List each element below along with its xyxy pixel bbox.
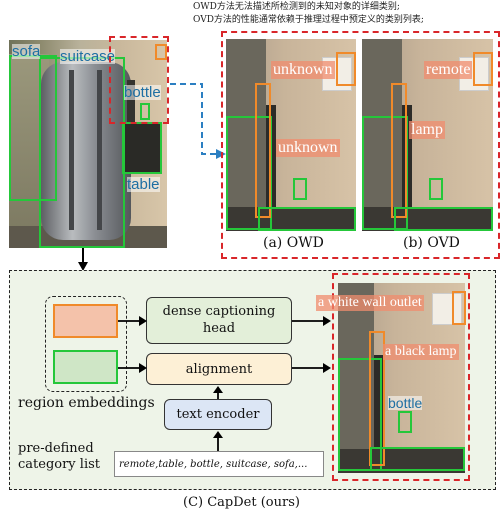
predefined-category-label: pre-defined category list [18,441,100,472]
category-list-text: remote,table, bottle, suitcase, sofa,... [119,458,308,470]
ovd-bbox-outlet [473,52,493,86]
ovd-bbox-bottle [429,178,443,200]
out-bbox-floor [370,447,465,471]
out-bbox-bottle [398,411,412,433]
down-arrow [78,248,88,271]
out-lamp-pole [374,355,384,459]
main-scene-photo [9,40,167,248]
owd-bbox-lamp [255,83,271,218]
out-label-bottle: bottle [388,395,423,411]
text-encoder-node: text encoder [164,399,272,430]
owd-table-top [226,207,356,231]
ovd-label-top: remote [424,61,473,79]
crop-highlight-box [109,36,169,124]
out-outlet [432,293,462,325]
suitcase-ridge [97,70,102,230]
out-bbox-table [338,358,382,471]
sofa-label: sofa [12,43,41,60]
header-line-2: OVD方法的性能通常依赖于推理过程中预定义的类别列表; [193,15,424,25]
owd-bbox-outlet [336,52,356,86]
region-embedding-green [53,350,118,384]
category-list-box: remote,table, bottle, suitcase, sofa,... [114,451,324,477]
owd-ovd-panel [221,31,500,259]
table-label: table [127,176,160,193]
dense-captioning-head-node: dense captioning head [146,297,292,344]
owd-caption: (a) OWD [263,235,324,251]
region-embeddings-group [45,296,127,392]
ovd-caption: (b) OVD [403,235,460,251]
owd-bbox-bottle [293,178,307,200]
owd-label-top: unknown [271,61,335,79]
out-dark-edge [338,283,374,473]
table-shape [124,122,160,174]
owd-bbox-table [226,116,272,230]
ovd-dark-edge [362,39,402,231]
out-bbox-outlet [452,291,466,325]
owd-label-mid: unknown [276,139,340,157]
table-bbox [122,122,162,174]
bottle-bbox [140,103,150,120]
alignment-node: alignment [146,353,292,385]
out-label-lamp: a black lamp [383,344,459,360]
owd-bbox-floor [258,207,356,231]
ovd-bbox-floor [394,207,493,231]
ovd-table-top [362,207,493,231]
outlet-bbox-small [155,44,167,60]
ovd-bbox-lamp [391,83,407,218]
region-embeddings-label: region embeddings [18,395,155,411]
ovd-bbox-table [362,116,408,230]
ovd-label-mid: lamp [409,121,445,139]
region-embedding-orange [53,304,118,338]
header-line-1: OWD方法无法描述所检测到的未知对象的详细类别; [193,2,400,12]
lamp-shape [127,80,135,124]
suitcase-label: suitcase [60,48,116,65]
bottle-label: bottle [124,84,161,101]
out-label-outlet: a white wall outlet [316,295,424,311]
owd-dark-edge [226,39,266,231]
capdet-caption: (C) CapDet (ours) [183,495,300,510]
capdet-output-panel [332,273,470,481]
out-bbox-lamp [369,331,385,466]
suitcase-ridge [69,70,74,230]
